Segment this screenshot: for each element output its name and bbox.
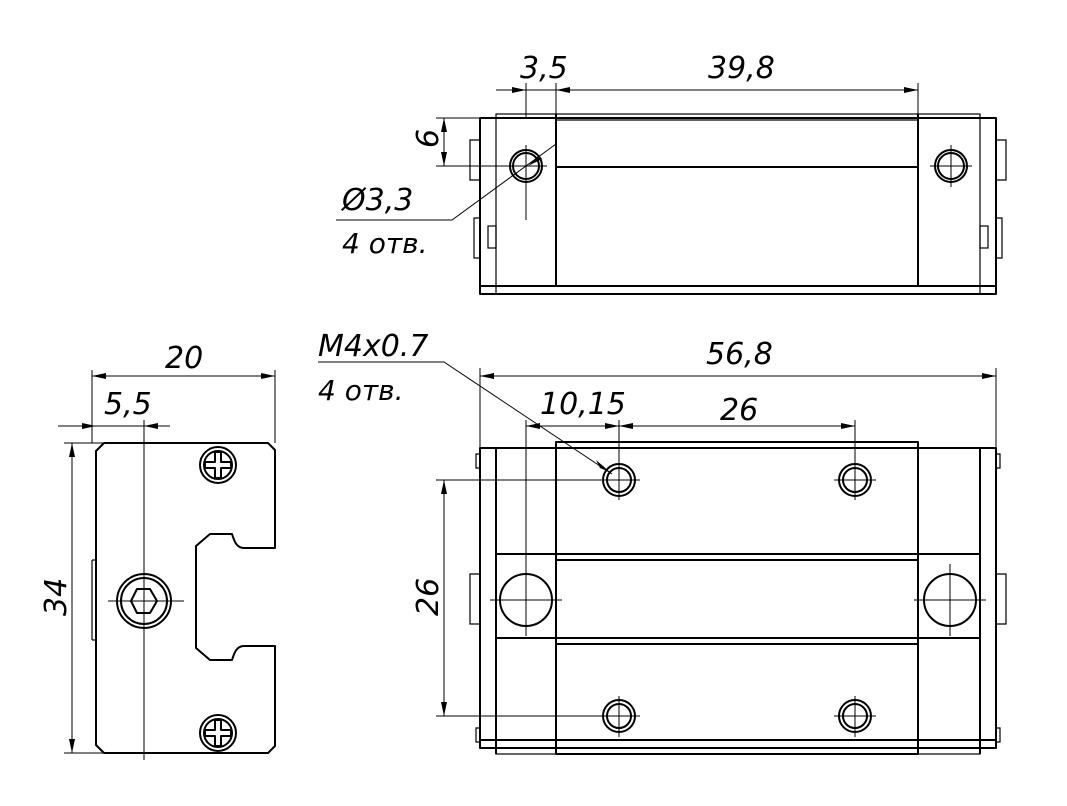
dim-20-label: 20	[165, 341, 203, 376]
front-right-seal	[996, 573, 1007, 625]
side-view: 20 5,5 34	[39, 341, 276, 760]
left-grease-nipple	[487, 225, 497, 249]
dim-5-5-label: 5,5	[104, 387, 152, 422]
dim-56-8-label: 56,8	[706, 337, 773, 372]
dim-39-8-label: 39,8	[708, 51, 775, 86]
thread-note-label: M4x0.7	[318, 329, 428, 364]
front-left-seal	[469, 573, 480, 625]
right-end-seal	[996, 139, 1007, 181]
thread-count-label: 4 отв.	[318, 374, 404, 407]
side-view-profile	[95, 442, 276, 754]
hole-count-label: 4 отв.	[342, 227, 428, 260]
front-carriage-body	[555, 441, 919, 755]
dim-3-5-label: 3,5	[520, 51, 568, 86]
dim-26-x-label: 26	[720, 393, 758, 428]
top-view-body	[495, 113, 981, 295]
phillips-screw-bottom-icon	[199, 714, 237, 752]
dim-10-15-label: 10,15	[540, 387, 626, 422]
right-grease-nipple	[979, 225, 989, 249]
dim-34-label: 34	[39, 578, 74, 616]
front-view: 56,8 10,15 26 26 M4x0.7 4 отв.	[318, 329, 1007, 755]
hole-note-label: Ø3,3	[340, 183, 413, 218]
top-view: 3,5 39,8 6 Ø3,3 4 отв.	[336, 51, 1007, 295]
dim-26-y-label: 26	[411, 578, 446, 616]
dim-6-label: 6	[411, 129, 446, 148]
phillips-screw-top-icon	[199, 446, 237, 484]
left-end-seal	[469, 139, 480, 181]
